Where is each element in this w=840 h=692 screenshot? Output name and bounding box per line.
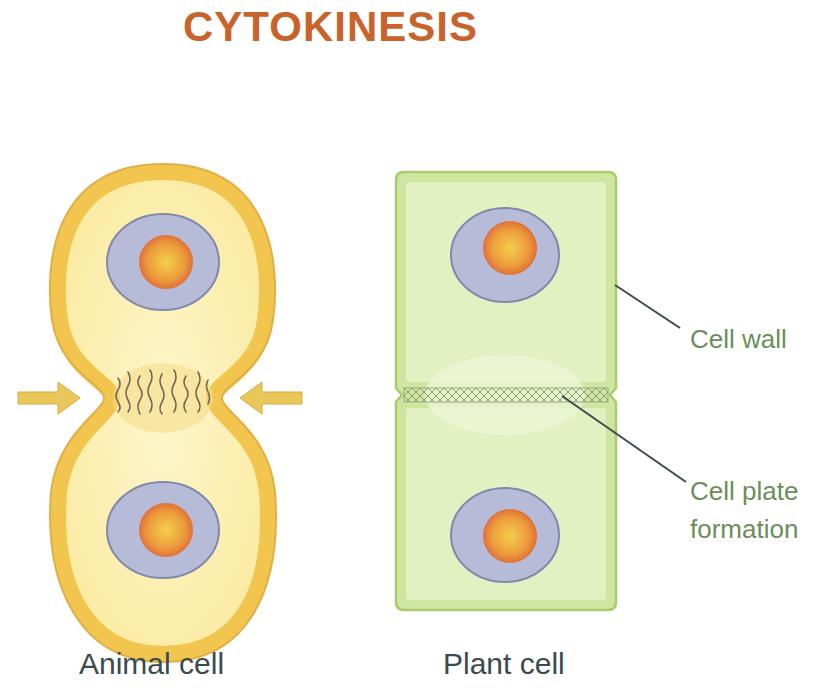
leader-line — [562, 396, 686, 482]
diagram-title: CYTOKINESIS — [183, 2, 478, 52]
part-label: Cell wall — [690, 322, 787, 356]
plant-cell — [396, 172, 616, 610]
cell-caption: Plant cell — [443, 644, 565, 684]
animal-cell — [18, 164, 302, 662]
cell-caption: Animal cell — [79, 644, 224, 684]
part-label: Cell plate formation — [690, 472, 836, 548]
leader-line — [615, 285, 680, 328]
